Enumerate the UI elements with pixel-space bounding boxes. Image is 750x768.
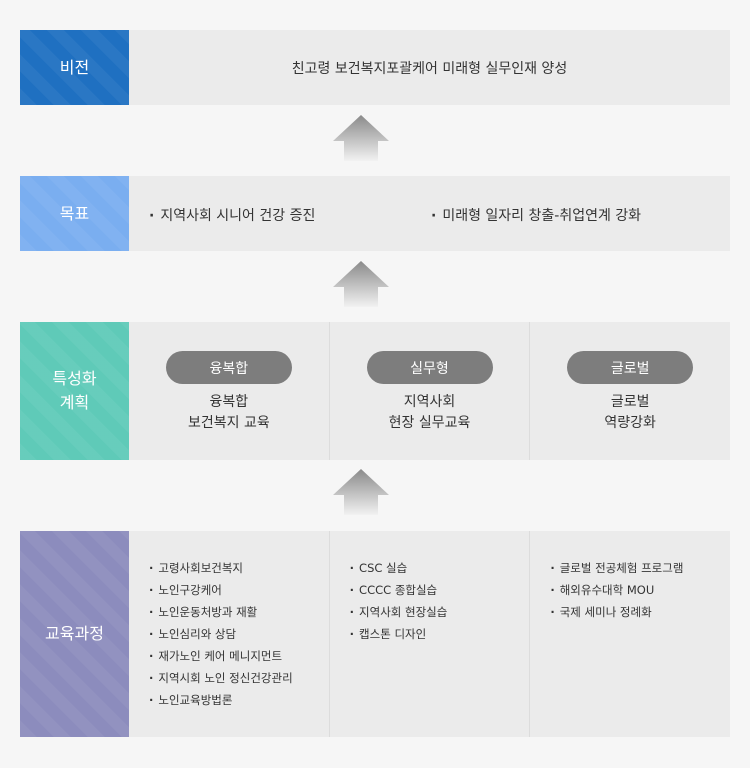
list-item: 캡스톤 디자인 — [350, 623, 530, 645]
plan-column: 글로벌 글로벌 역량강화 — [529, 322, 730, 460]
course-column: 고령사회보건복지 노인구강케어 노인운동처방과 재활 노인심리와 상담 재가노인… — [129, 531, 329, 737]
list-item: 해외유수대학 MOU — [550, 579, 730, 601]
vision-label: 비전 — [20, 30, 129, 105]
plan-column: 실무형 지역사회 현장 실무교육 — [328, 322, 530, 460]
list-item: 노인구강케어 — [149, 579, 329, 601]
list-item: CSC 실습 — [350, 557, 530, 579]
up-arrow-icon — [333, 115, 389, 161]
plan-description: 글로벌 역량강화 — [604, 394, 656, 431]
list-item: CCCC 종합실습 — [350, 579, 530, 601]
plan-row: 특성화 계획 융복합 융복합 보건복지 교육 실무형 지역사회 현장 실무교육 … — [20, 322, 730, 460]
plan-description: 지역사회 현장 실무교육 — [388, 394, 471, 431]
plan-content: 융복합 융복합 보건복지 교육 실무형 지역사회 현장 실무교육 글로벌 글로벌… — [129, 322, 730, 460]
list-item: 노인운동처방과 재활 — [149, 601, 329, 623]
plan-label: 특성화 계획 — [20, 322, 129, 460]
list-item: 글로벌 전공체험 프로그램 — [550, 557, 730, 579]
vision-content: 친고령 보건복지포괄케어 미래형 실무인재 양성 — [129, 30, 730, 105]
course-column: 글로벌 전공체험 프로그램 해외유수대학 MOU 국제 세미나 정례화 — [529, 531, 730, 737]
goal-content: 지역사회 시니어 건강 증진 미래형 일자리 창출-취업연계 강화 — [129, 176, 730, 251]
course-label: 교육과정 — [20, 531, 129, 737]
list-item: 노인교육방법론 — [149, 689, 329, 711]
vision-row: 비전 친고령 보건복지포괄케어 미래형 실무인재 양성 — [20, 30, 730, 105]
course-column: CSC 실습 CCCC 종합실습 지역사회 현장실습 캡스톤 디자인 — [328, 531, 530, 737]
goal-item: 지역사회 시니어 건강 증진 — [149, 205, 315, 225]
list-item: 노인심리와 상담 — [149, 623, 329, 645]
list-item: 재가노인 케어 메니지먼트 — [149, 645, 329, 667]
course-list: 글로벌 전공체험 프로그램 해외유수대학 MOU 국제 세미나 정례화 — [550, 557, 730, 623]
goal-row: 목표 지역사회 시니어 건강 증진 미래형 일자리 창출-취업연계 강화 — [20, 176, 730, 251]
vision-text: 친고령 보건복지포괄케어 미래형 실무인재 양성 — [291, 60, 568, 77]
plan-badge: 글로벌 — [567, 351, 694, 384]
up-arrow-icon — [333, 261, 389, 307]
list-item: 지역시회 노인 정신건강관리 — [149, 667, 329, 689]
plan-badge: 융복합 — [165, 351, 292, 384]
list-item: 지역사회 현장실습 — [350, 601, 530, 623]
list-item: 국제 세미나 정례화 — [550, 601, 730, 623]
course-list: CSC 실습 CCCC 종합실습 지역사회 현장실습 캡스톤 디자인 — [350, 557, 530, 645]
plan-badge: 실무형 — [366, 351, 493, 384]
plan-column: 융복합 융복합 보건복지 교육 — [129, 322, 329, 460]
course-list: 고령사회보건복지 노인구강케어 노인운동처방과 재활 노인심리와 상담 재가노인… — [149, 557, 329, 711]
list-item: 고령사회보건복지 — [149, 557, 329, 579]
goal-item: 미래형 일자리 창출-취업연계 강화 — [431, 205, 641, 225]
plan-description: 융복합 보건복지 교육 — [187, 394, 270, 431]
goal-label: 목표 — [20, 176, 129, 251]
up-arrow-icon — [333, 469, 389, 515]
course-row: 교육과정 고령사회보건복지 노인구강케어 노인운동처방과 재활 노인심리와 상담… — [20, 531, 730, 737]
course-content: 고령사회보건복지 노인구강케어 노인운동처방과 재활 노인심리와 상담 재가노인… — [129, 531, 730, 737]
